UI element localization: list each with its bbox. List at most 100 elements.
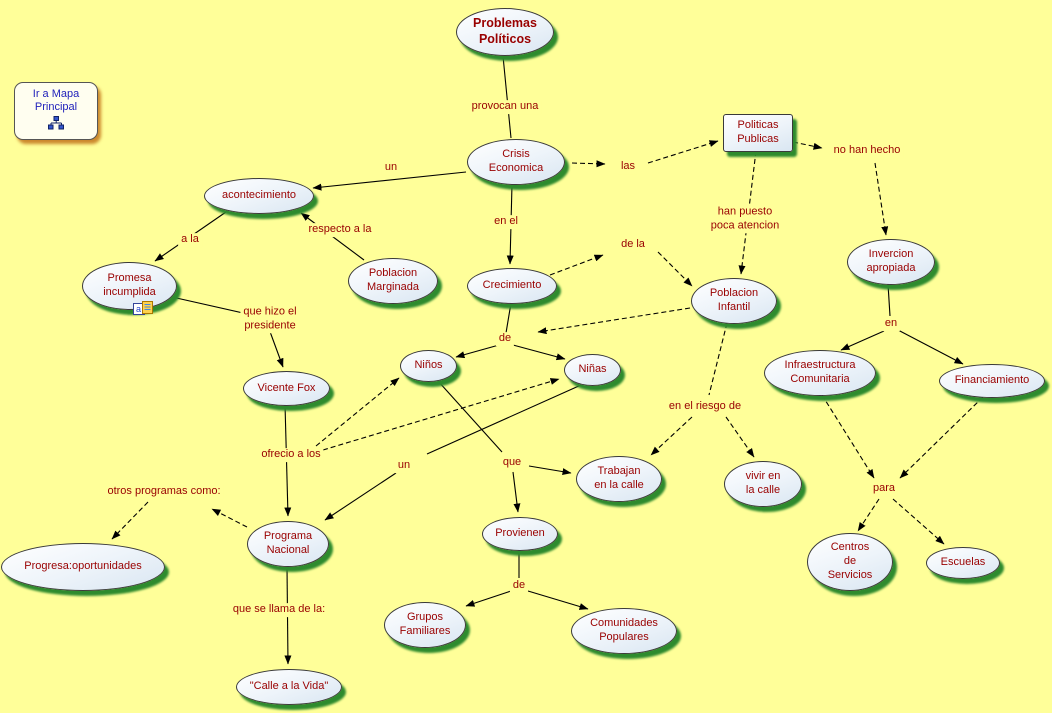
node-label: Trabajan en la calle <box>594 465 644 491</box>
node-promesa-incumplida[interactable]: Promesa incumplida <box>82 262 177 310</box>
link <box>887 283 891 317</box>
link <box>211 508 248 528</box>
link <box>738 150 757 275</box>
node-label: Crisis Economica <box>488 148 544 174</box>
node-crisis-economica[interactable]: Crisis Economica <box>467 139 565 185</box>
link <box>857 498 880 532</box>
link <box>512 344 566 361</box>
node-label: Provienen <box>495 527 545 540</box>
node-label: acontecimiento <box>222 189 296 202</box>
node-label: Vicente Fox <box>257 381 316 394</box>
link-label-en: en <box>881 317 901 331</box>
node-vivir-en-la-calle[interactable]: vivir en la calle <box>724 461 802 507</box>
link-label-en-el: en el <box>491 215 521 229</box>
link-label-otros-programas-como: otros programas como: <box>104 485 224 499</box>
link <box>792 141 823 150</box>
link-label-provocan-una: provocan una <box>468 100 542 114</box>
link-label-un-2: un <box>394 459 414 473</box>
node-grupos-familiares[interactable]: Grupos Familiares <box>384 602 466 648</box>
node-vicente-fox[interactable]: Vicente Fox <box>243 371 330 406</box>
node-trabajan-en-la-calle[interactable]: Trabajan en la calle <box>576 456 662 502</box>
link <box>312 171 467 191</box>
node-ninos[interactable]: Niños <box>400 350 457 382</box>
node-label: Niñas <box>578 363 607 376</box>
link <box>874 162 889 236</box>
link-label-que-se-llama-de-la: que se llama de la: <box>229 603 329 617</box>
link <box>725 416 755 458</box>
link <box>465 590 512 607</box>
node-label: Programa Nacional <box>263 530 313 556</box>
link-label-a-la: a la <box>178 233 202 247</box>
node-label: Politicas Publicas <box>737 119 779 145</box>
link-label-que: que <box>499 456 525 470</box>
node-label: Infraestructura Comunitaria <box>784 359 856 385</box>
link <box>324 472 397 521</box>
link <box>549 254 604 276</box>
link <box>527 590 589 610</box>
link <box>897 329 964 365</box>
link <box>528 465 572 476</box>
node-label: Escuelas <box>940 556 986 569</box>
link-label-que-hizo-el-presidente: que hizo el presidente <box>240 305 300 333</box>
link <box>322 378 560 451</box>
link <box>892 498 945 545</box>
link <box>571 160 606 168</box>
link-label-de: de <box>495 332 515 346</box>
node-acontecimiento[interactable]: acontecimiento <box>204 178 314 214</box>
svg-text:a: a <box>136 304 141 314</box>
node-invercion-apropiada[interactable]: Invercion apropiada <box>847 239 935 285</box>
sitemap-icon <box>48 116 64 134</box>
link-label-en-el-riesgo-de: en el riesgo de <box>665 400 745 414</box>
link <box>455 344 500 359</box>
ir-a-mapa-principal-button[interactable]: Ir a Mapa Principal <box>14 82 98 140</box>
node-poblacion-infantil[interactable]: Poblacion Infantil <box>691 278 777 324</box>
link-label-ofrecio-a-los: ofrecio a los <box>258 448 324 462</box>
node-label: Financiamiento <box>954 374 1030 387</box>
node-problemas-politicos[interactable]: Problemas Políticos <box>456 8 554 56</box>
node-label: Invercion apropiada <box>866 248 916 274</box>
node-politicas-publicas[interactable]: Politicas Publicas <box>723 114 793 152</box>
node-label: "Calle a la Vida" <box>249 680 329 693</box>
link <box>502 55 512 139</box>
node-poblacion-marginada[interactable]: Poblacion Marginada <box>348 258 438 304</box>
link <box>650 416 693 456</box>
node-label: Grupos Familiares <box>399 611 451 637</box>
node-label: Problemas Políticos <box>473 16 537 46</box>
dashed-links <box>111 140 984 545</box>
node-label: Centros de Servicios <box>827 541 873 581</box>
node-calle-a-la-vida[interactable]: "Calle a la Vida" <box>236 669 342 705</box>
link-label-han-puesto-poca-atencion: han puesto poca atencion <box>707 205 783 233</box>
node-ninas[interactable]: Niñas <box>564 354 621 386</box>
link <box>512 471 521 513</box>
link <box>840 330 885 351</box>
node-programa-nacional[interactable]: Programa Nacional <box>247 521 329 567</box>
node-label: Crecimiento <box>482 279 542 292</box>
link <box>708 322 728 396</box>
node-infraestructura-comunitaria[interactable]: Infraestructura Comunitaria <box>764 350 876 396</box>
node-label: Niños <box>414 359 443 372</box>
node-escuelas[interactable]: Escuelas <box>926 547 1000 579</box>
node-label: Promesa incumplida <box>103 272 156 298</box>
attachment-icon[interactable]: a <box>133 301 153 321</box>
node-centros-de-servicios[interactable]: Centros de Servicios <box>807 533 893 591</box>
link <box>315 377 400 447</box>
link-label-de-2: de <box>509 579 529 593</box>
link <box>537 307 691 335</box>
node-comunidades-populares[interactable]: Comunidades Populares <box>571 608 677 654</box>
link <box>505 302 512 334</box>
link-label-para: para <box>869 482 899 496</box>
node-financiamiento[interactable]: Financiamiento <box>939 364 1045 398</box>
link <box>647 140 719 164</box>
node-crecimiento[interactable]: Crecimiento <box>467 268 557 304</box>
link-label-respecto-a-la: respecto a la <box>305 223 375 237</box>
node-progresa-oportunidades[interactable]: Progresa:oportunidades <box>1 543 165 591</box>
node-label: Comunidades Populares <box>590 617 658 643</box>
link <box>657 251 693 287</box>
link-label-las: las <box>617 160 639 174</box>
node-label: Poblacion Infantil <box>709 287 759 313</box>
link-label-un: un <box>381 161 401 175</box>
node-label: vivir en la calle <box>745 470 781 496</box>
node-provienen[interactable]: Provienen <box>482 517 558 551</box>
node-label: Poblacion Marginada <box>367 267 419 293</box>
